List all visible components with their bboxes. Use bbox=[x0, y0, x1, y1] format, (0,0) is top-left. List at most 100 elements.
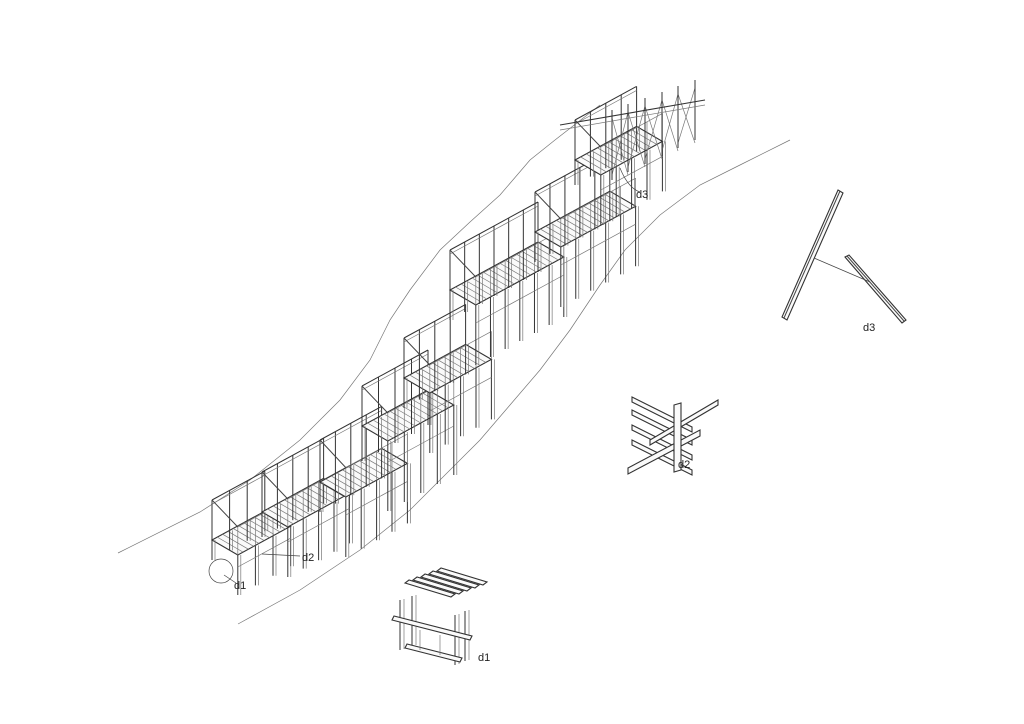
lower-beam bbox=[237, 537, 291, 568]
d1-top-slat bbox=[411, 576, 465, 595]
deck-slat bbox=[367, 422, 394, 439]
walkway-module bbox=[210, 470, 294, 595]
d1-top-slat bbox=[419, 573, 473, 592]
callout-leaders bbox=[208, 167, 641, 584]
detail-label-d3: d3 bbox=[863, 322, 875, 334]
diagonal-brace bbox=[611, 117, 629, 176]
deck-slat bbox=[482, 271, 509, 288]
d1-callout-circle bbox=[208, 558, 234, 584]
top-rail bbox=[449, 201, 539, 251]
diagonal-brace bbox=[661, 99, 679, 152]
deck-slat bbox=[227, 531, 254, 547]
tower-beam bbox=[559, 99, 706, 126]
lower-beam bbox=[345, 481, 408, 516]
main-label-d2: d2 bbox=[302, 552, 314, 564]
walkway-module bbox=[360, 349, 458, 511]
diagonal-brace bbox=[661, 93, 679, 152]
deck-slat bbox=[488, 268, 515, 285]
deck-slat bbox=[336, 472, 363, 489]
detail-d3-drawing bbox=[781, 189, 907, 324]
end-frame-rail bbox=[319, 439, 347, 468]
d2-leader bbox=[261, 553, 301, 557]
top-rail-edge bbox=[361, 353, 429, 391]
d1-top-slat bbox=[427, 570, 481, 589]
deck-slat bbox=[499, 262, 526, 279]
main-label-d3: d3 bbox=[636, 189, 648, 201]
walkway-module bbox=[533, 150, 639, 307]
deck-slat bbox=[359, 460, 386, 476]
diagonal-brace bbox=[677, 93, 696, 144]
diagonal-brace bbox=[611, 111, 629, 176]
deck-slat bbox=[254, 516, 281, 533]
top-rail-edge bbox=[449, 205, 539, 255]
front-rail bbox=[560, 177, 636, 220]
lower-beam bbox=[429, 377, 492, 412]
top-rail-edge bbox=[319, 410, 382, 445]
d1-top-slat bbox=[435, 567, 489, 586]
deck-slat bbox=[455, 286, 482, 303]
front-rail bbox=[345, 433, 408, 468]
tower-bracing bbox=[559, 80, 706, 180]
deck-slat bbox=[591, 150, 618, 167]
deck-slat bbox=[342, 469, 369, 486]
deck-slat bbox=[426, 365, 453, 382]
d1-base-beam bbox=[404, 643, 463, 663]
main-label-d1: d1 bbox=[234, 580, 246, 592]
deck-slat bbox=[532, 244, 559, 261]
tower-beam-edge bbox=[559, 104, 706, 131]
d3-long-member bbox=[781, 189, 844, 321]
lower-beam bbox=[387, 425, 454, 463]
deck-platform bbox=[318, 447, 409, 498]
top-rail bbox=[211, 470, 266, 501]
top-rail bbox=[319, 405, 382, 441]
d3-long-member-edge bbox=[783, 190, 841, 319]
deck-slat bbox=[550, 222, 578, 239]
deck-slat bbox=[259, 513, 286, 530]
deck-slat bbox=[493, 265, 520, 282]
d1-top-slat bbox=[403, 579, 457, 598]
deck-slat bbox=[422, 392, 449, 409]
d2-vertical-post bbox=[673, 402, 682, 473]
deck-slat bbox=[217, 536, 244, 553]
end-frame-rail bbox=[261, 471, 289, 500]
top-rail-edge bbox=[211, 474, 265, 505]
front-rail bbox=[600, 113, 663, 148]
deck-slat bbox=[526, 247, 553, 264]
deck-slat bbox=[394, 407, 421, 424]
deck-slat bbox=[284, 499, 311, 516]
deck-slat bbox=[582, 205, 610, 222]
lower-beam bbox=[287, 508, 350, 543]
d1-leader bbox=[223, 574, 237, 584]
end-frame-rail bbox=[449, 249, 477, 278]
top-rail bbox=[361, 349, 429, 387]
detail-label-d2: d2 bbox=[678, 459, 690, 471]
deck-slat bbox=[222, 533, 249, 550]
walkway-module bbox=[573, 85, 666, 225]
deck-slat bbox=[572, 211, 599, 227]
end-frame-rail bbox=[403, 337, 431, 366]
lower-beam bbox=[475, 274, 564, 324]
terrain-lower-line bbox=[237, 139, 791, 625]
d3-leader bbox=[813, 257, 871, 283]
deck-slat bbox=[420, 368, 447, 385]
diagonal-brace bbox=[627, 111, 646, 168]
deck-slat bbox=[630, 129, 657, 145]
deck-slat bbox=[400, 404, 427, 421]
diagonal-brace bbox=[677, 87, 696, 144]
top-rail bbox=[261, 437, 324, 473]
diagonal-brace bbox=[644, 99, 663, 160]
deck-slat bbox=[238, 525, 265, 541]
deck-slat bbox=[604, 193, 631, 210]
deck-slat bbox=[383, 413, 410, 430]
front-rail bbox=[429, 331, 492, 366]
top-rail-edge bbox=[403, 308, 466, 343]
d3-main-leader bbox=[619, 167, 641, 193]
deck-slat bbox=[597, 147, 624, 164]
d2-cross-board bbox=[649, 399, 719, 446]
top-rail-edge bbox=[574, 90, 637, 125]
deck-slat bbox=[459, 347, 486, 363]
d3-short-member-edge bbox=[846, 255, 905, 322]
d1-lower-beam bbox=[391, 615, 473, 641]
detail-d2-drawing bbox=[627, 396, 719, 476]
